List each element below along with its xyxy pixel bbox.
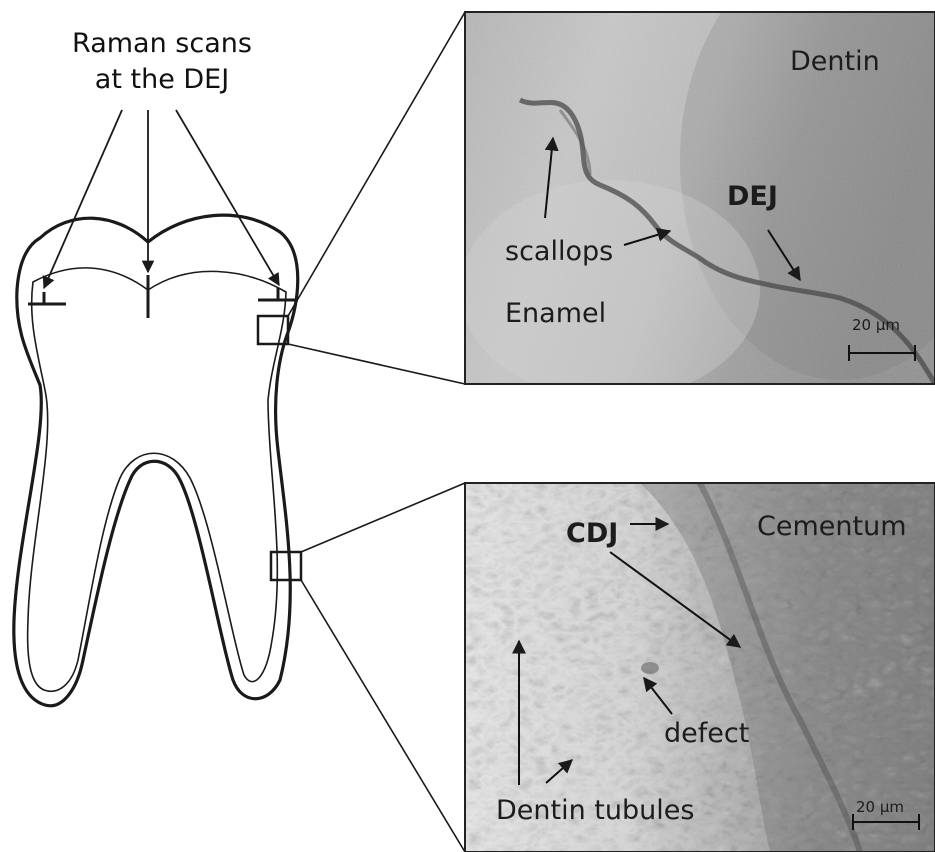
zoom-box-cementum-region <box>271 552 301 580</box>
label-cementum: Cementum <box>757 513 907 540</box>
defect-spot <box>641 662 659 674</box>
arrow-to-right-scan <box>176 110 279 285</box>
label-enamel: Enamel <box>505 300 606 327</box>
tooth-inner-outline <box>28 268 286 691</box>
label-defect: defect <box>664 720 749 747</box>
label-dentin: Dentin <box>790 48 880 75</box>
label-scallops: scallops <box>505 238 613 265</box>
label-dej: DEJ <box>727 183 778 210</box>
label-dentin-tubules: Dentin tubules <box>496 797 694 824</box>
connector-bottom-lower <box>301 580 465 852</box>
arrow-to-left-scan <box>44 110 122 288</box>
label-cdj: CDJ <box>566 520 618 547</box>
title-line-2: at the DEJ <box>32 66 292 93</box>
scale-label-bottom: 20 µm <box>856 800 904 815</box>
connector-top-lower <box>288 344 465 384</box>
zoom-connectors <box>288 12 465 852</box>
scale-label-top: 20 µm <box>852 318 900 333</box>
title-line-1: Raman scans <box>32 30 292 57</box>
connector-bottom-upper <box>301 483 465 552</box>
title-arrows <box>44 110 279 288</box>
tooth-outer-outline <box>14 215 298 706</box>
connector-top-upper <box>288 12 465 316</box>
